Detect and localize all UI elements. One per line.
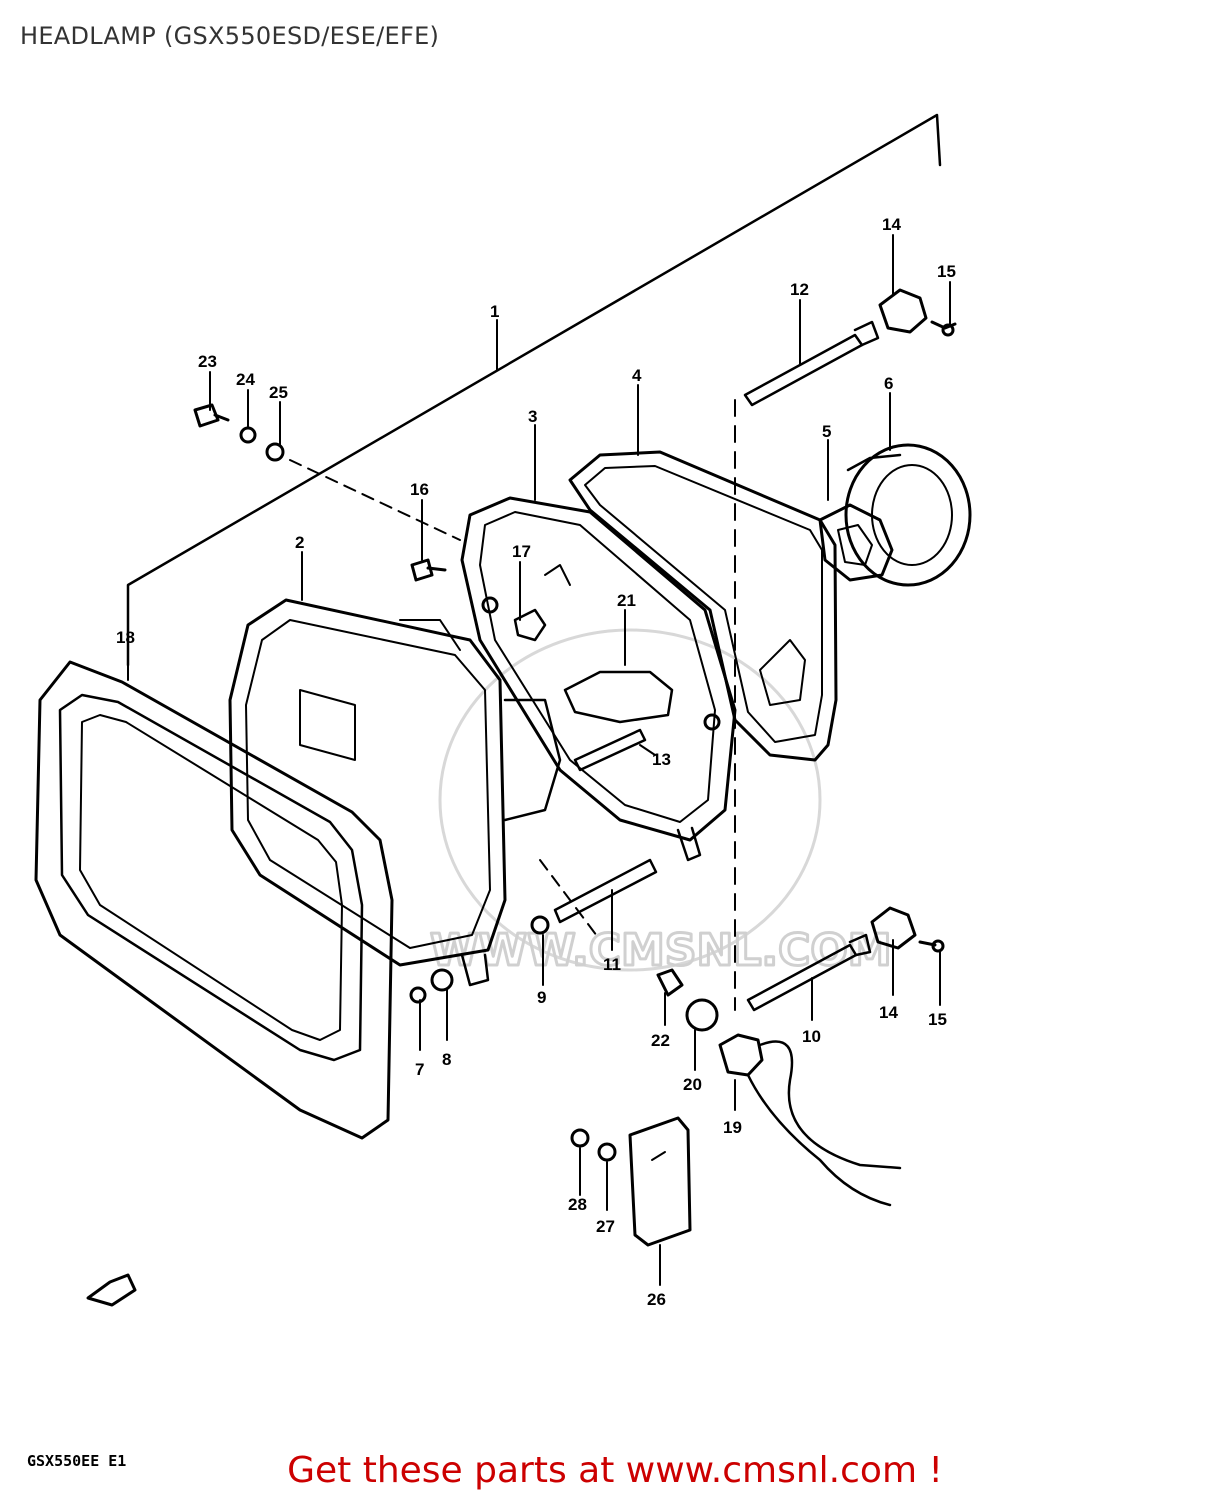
nut-24 (239, 426, 257, 444)
watermark: WWW.CMSNL.COM (429, 628, 893, 978)
callout-15-lower[interactable]: 15 (928, 1010, 947, 1029)
callout-9[interactable]: 9 (537, 988, 546, 1007)
callout-3[interactable]: 3 (528, 407, 537, 426)
emblem-mark (86, 1273, 137, 1307)
callout-20[interactable]: 20 (683, 1075, 702, 1094)
promo-link[interactable]: Get these parts at www.cmsnl.com ! (287, 1450, 943, 1491)
lower-mounting-bolt (746, 933, 872, 1012)
callout-7[interactable]: 7 (415, 1060, 424, 1079)
socket-ring (818, 503, 894, 582)
callout-11[interactable]: 11 (603, 955, 621, 974)
callout-14-upper[interactable]: 14 (882, 215, 901, 234)
callout-21[interactable]: 21 (617, 591, 636, 610)
callout-23[interactable]: 23 (198, 352, 217, 371)
cushion-upper (878, 288, 928, 334)
adjusting-screw-11 (553, 858, 658, 924)
socket-wiring-19 (718, 1033, 902, 1207)
callout-17[interactable]: 17 (512, 542, 531, 561)
socket-20 (685, 998, 719, 1032)
nut-9 (530, 915, 550, 935)
screw-16 (410, 558, 447, 582)
washer-27 (597, 1142, 617, 1162)
callout-16[interactable]: 16 (410, 480, 429, 499)
leader-lines (127, 234, 951, 1286)
cushion-lower (870, 906, 917, 950)
callout-19[interactable]: 19 (723, 1118, 742, 1137)
callout-8[interactable]: 8 (442, 1050, 451, 1069)
screw-lower-head (931, 939, 945, 953)
callout-22[interactable]: 22 (651, 1031, 670, 1050)
callout-28[interactable]: 28 (568, 1195, 587, 1214)
callout-18[interactable]: 18 (116, 628, 135, 647)
sealed-beam-unit (228, 598, 562, 987)
mounting-plate (460, 496, 737, 862)
wiring-plate-26 (628, 1116, 692, 1247)
washer-8 (430, 968, 454, 992)
model-code-label: GSX550EE E1 (27, 1452, 126, 1470)
callout-6[interactable]: 6 (884, 374, 893, 393)
headlamp-housing (568, 450, 838, 762)
callout-15-upper[interactable]: 15 (937, 262, 956, 281)
screw-23-shank (213, 413, 230, 422)
bulb-22 (656, 968, 684, 997)
screw-upper-head (941, 323, 955, 337)
callout-26[interactable]: 26 (647, 1290, 666, 1309)
headlamp-rim (34, 660, 394, 1140)
callout-24[interactable]: 24 (236, 370, 255, 389)
assembly-bracket (126, 113, 942, 667)
callout-5[interactable]: 5 (822, 422, 831, 441)
callout-14-lower[interactable]: 14 (879, 1003, 898, 1022)
nut-7 (409, 986, 427, 1004)
callout-12[interactable]: 12 (790, 280, 809, 299)
callout-2[interactable]: 2 (295, 533, 304, 552)
callout-13[interactable]: 13 (652, 750, 671, 769)
screw-23 (193, 403, 220, 428)
callout-4[interactable]: 4 (632, 366, 642, 385)
callout-10[interactable]: 10 (802, 1027, 821, 1046)
page-title: HEADLAMP (GSX550ESD/ESE/EFE) (20, 22, 440, 50)
locator-line-11 (539, 859, 601, 941)
washer-25 (265, 442, 285, 462)
upper-mounting-bolt (743, 320, 880, 407)
callouts: 1 2 3 4 5 6 7 8 9 10 11 12 13 14 15 14 1… (27, 215, 956, 1470)
callout-27[interactable]: 27 (596, 1217, 615, 1236)
callout-25[interactable]: 25 (269, 383, 288, 402)
rear-cover (844, 443, 972, 587)
adjusting-screw-13 (573, 728, 647, 772)
nut-28 (570, 1128, 590, 1148)
callout-1[interactable]: 1 (490, 302, 499, 321)
watermark-text: WWW.CMSNL.COM (430, 925, 892, 976)
locator-line-25 (289, 459, 461, 541)
